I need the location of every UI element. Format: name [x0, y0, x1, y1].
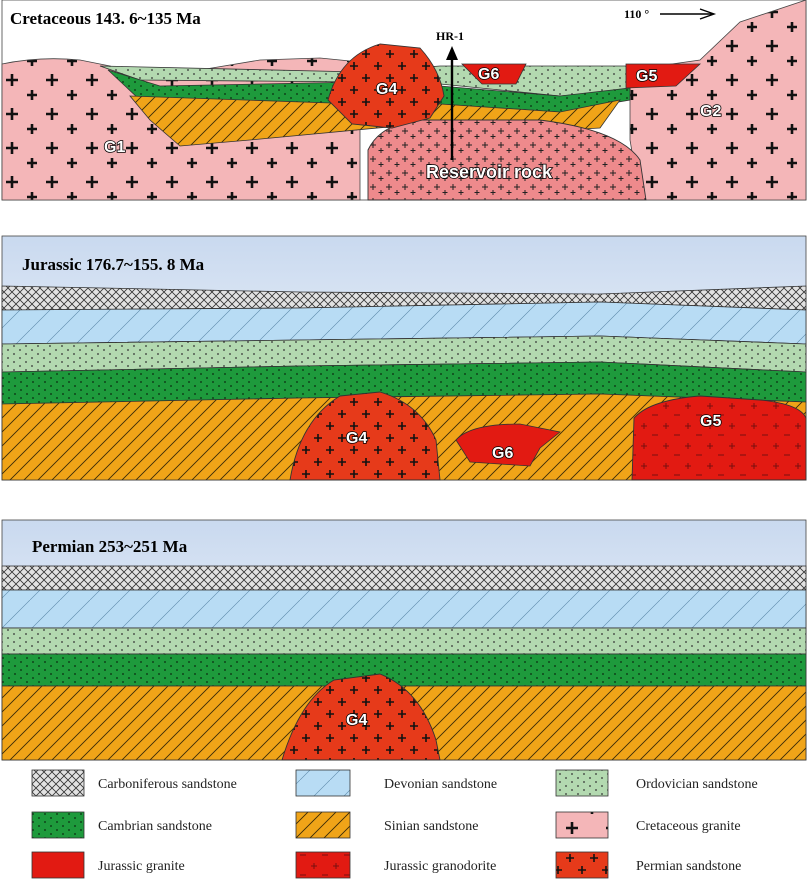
devonian-layer [1, 589, 807, 629]
legend-swatch-ordovician [555, 769, 609, 797]
panel-title-permian: Permian 253~251 Ma [32, 537, 188, 556]
panel-jurassic: Jurassic 176.7~155. 8 Ma G4 G6 G5 [1, 235, 807, 481]
granite-g4 [289, 391, 441, 481]
legend-label: Cretaceous granite [636, 819, 741, 834]
legend-label: Jurassic granodorite [384, 859, 496, 874]
legend-swatch-jurassic-granodorite [295, 851, 351, 879]
granite-g5 [625, 63, 702, 89]
legend-swatch-devonian [295, 769, 351, 797]
legend-swatch-cretaceous-granite [555, 811, 609, 839]
legend-swatch-permian [555, 851, 609, 879]
legend-label: Carboniferous sandstone [98, 777, 237, 792]
carboniferous-layer [1, 565, 807, 591]
legend-swatch-jurassic-granite [31, 851, 85, 879]
label-g4: G4 [346, 712, 367, 729]
legend-label: Devonian sandstone [384, 777, 497, 792]
legend-label: Cambrian sandstone [98, 819, 212, 834]
legend-swatch-sinian [295, 811, 351, 839]
granodiorite-g5 [631, 395, 807, 481]
granite-g4 [327, 43, 445, 129]
panel-cretaceous: HR-1 110 ° Cretaceous 143. 6~135 Ma G1 G… [1, 0, 807, 201]
label-g6: G6 [492, 445, 513, 462]
cambrian-layer [1, 653, 807, 687]
granite-g4 [281, 673, 441, 761]
label-reservoir: Reservoir rock [426, 162, 553, 182]
label-g5: G5 [700, 413, 721, 430]
legend-label: Ordovician sandstone [636, 777, 758, 792]
well-arrowhead [446, 46, 458, 60]
granite-g6 [461, 63, 527, 85]
well-label: HR-1 [436, 29, 464, 43]
panel-title-jurassic: Jurassic 176.7~155. 8 Ma [22, 255, 205, 274]
label-g6: G6 [478, 66, 499, 83]
legend-label: Jurassic granite [98, 859, 185, 874]
legend-label: Permian sandstone [636, 859, 741, 874]
legend-label: Sinian sandstone [384, 819, 479, 834]
ordovician-layer [1, 627, 807, 655]
label-g1: G1 [104, 139, 125, 156]
panel-title-cretaceous: Cretaceous 143. 6~135 Ma [10, 9, 201, 28]
legend-swatch-cambrian [31, 811, 85, 839]
label-g4: G4 [346, 430, 367, 447]
panel-permian: Permian 253~251 Ma G4 [1, 519, 807, 761]
label-g5: G5 [636, 68, 657, 85]
granite-g6 [455, 423, 561, 467]
label-g4: G4 [376, 81, 397, 98]
direction-label: 110 ° [624, 7, 649, 21]
direction-arrowhead [699, 8, 717, 20]
reservoir-rock [367, 119, 647, 201]
legend-swatch-carboniferous [31, 769, 85, 797]
label-g2: G2 [700, 103, 721, 120]
legend: Carboniferous sandstone Devonian sandsto… [31, 769, 758, 879]
